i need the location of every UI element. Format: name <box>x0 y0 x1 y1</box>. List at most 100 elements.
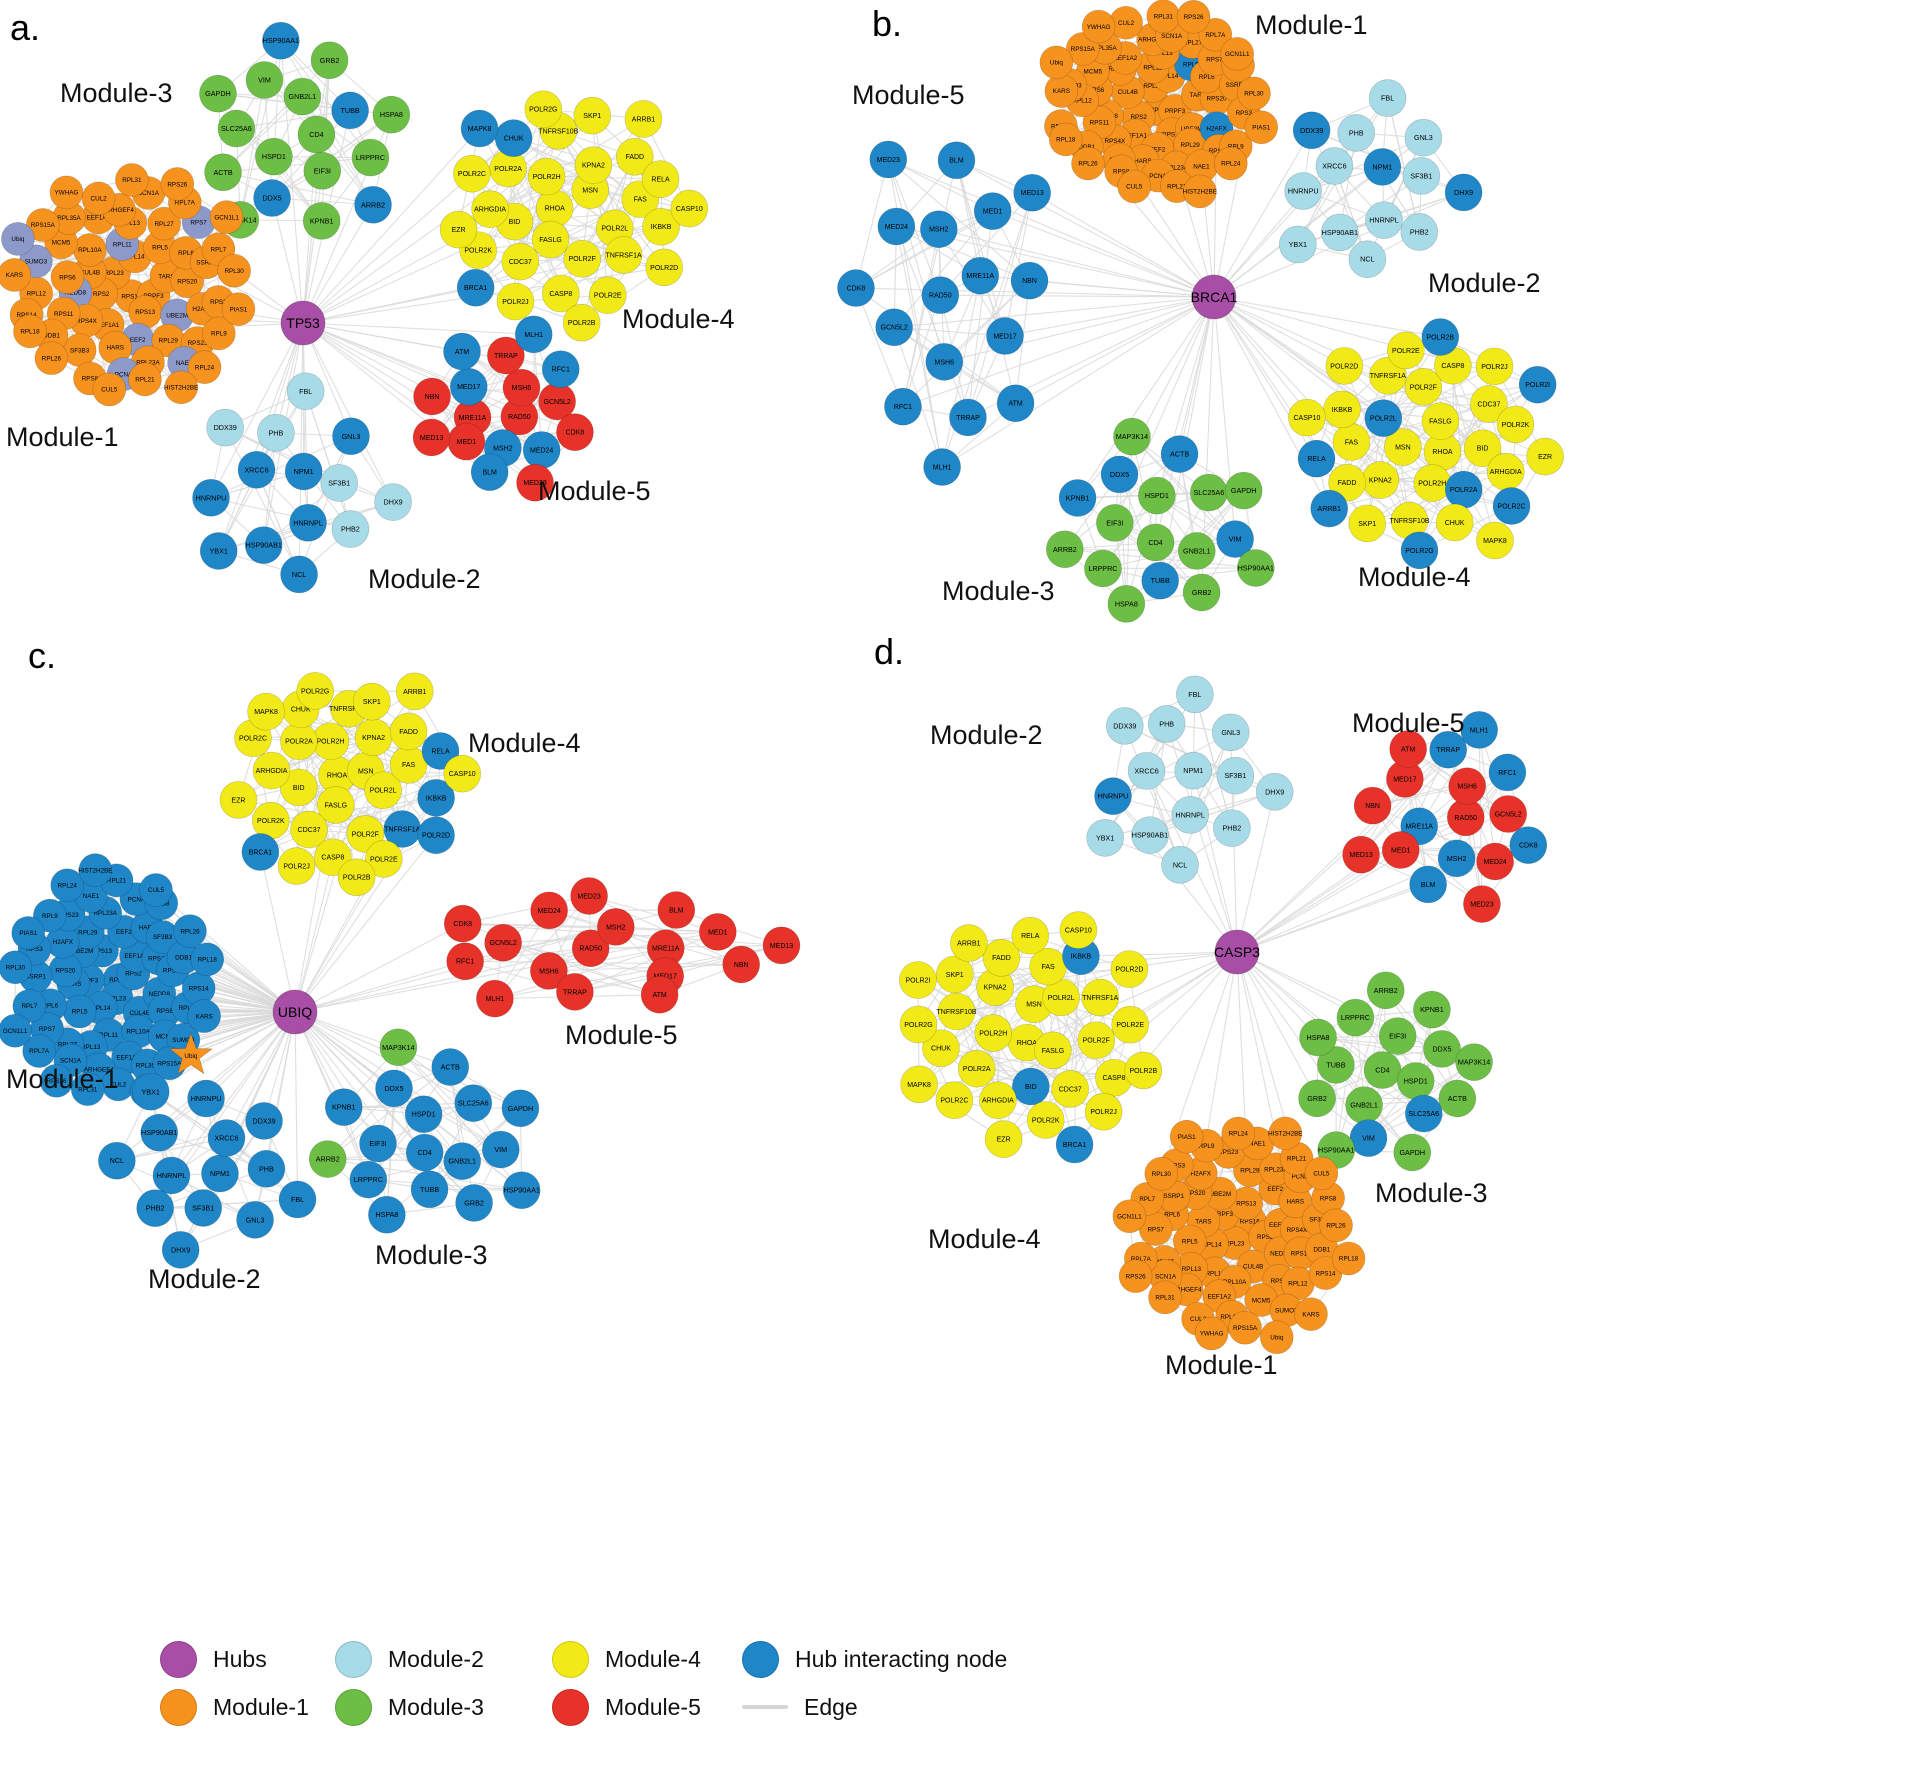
gene-node-ARRB1: ARRB1 <box>625 100 662 137</box>
module-label-module-2: Module-2 <box>368 564 481 594</box>
gene-label: HSPA8 <box>1115 599 1138 608</box>
gene-label: POLR2B <box>1130 1068 1158 1075</box>
gene-node-DDX5: DDX5 <box>254 180 291 217</box>
gene-label: BRCA1 <box>464 285 487 292</box>
gene-label: FADD <box>625 154 644 161</box>
gene-label: YWHAG <box>55 190 79 197</box>
gene-node-POLR2H: POLR2H <box>528 158 565 195</box>
gene-node-HNRNPU: HNRNPU <box>193 479 230 516</box>
gene-label: CHUK <box>931 1046 951 1053</box>
gene-label: FBL <box>291 1195 304 1204</box>
gene-node-ARRB2: ARRB2 <box>1046 531 1083 568</box>
gene-node-HSP90AA1: HSP90AA1 <box>1237 549 1274 586</box>
gene-node-MED1: MED1 <box>448 423 485 460</box>
gene-label: POLR2I <box>1525 382 1550 389</box>
module-label-module-3: Module-3 <box>375 1240 488 1270</box>
gene-label: KPNB1 <box>1066 493 1090 502</box>
hub-node-tp53: TP53 <box>281 301 325 345</box>
gene-label: MRE11A <box>652 946 680 953</box>
gene-label: MLH1 <box>933 465 952 472</box>
gene-node-ARRB2: ARRB2 <box>355 186 392 223</box>
gene-label: RELA <box>1021 933 1040 940</box>
gene-node-MED24: MED24 <box>1477 843 1514 880</box>
gene-node-CDK8: CDK8 <box>1510 827 1547 864</box>
gene-label: RPS26 <box>1184 14 1204 21</box>
gene-node-GRB2: GRB2 <box>1183 574 1220 611</box>
gene-node-SKP1: SKP1 <box>353 683 390 720</box>
gene-label: CASP10 <box>449 771 476 778</box>
gene-node-HNRNPL: HNRNPL <box>1366 202 1403 239</box>
gene-node-ACTB: ACTB <box>432 1049 469 1086</box>
gene-node-HSP90AB1: HSP90AB1 <box>245 527 282 564</box>
gene-node-POLR2E: POLR2E <box>589 277 626 314</box>
gene-label: RPL10A <box>126 1029 150 1036</box>
gene-label: RPL26 <box>1326 1223 1346 1230</box>
gene-label: RPL24 <box>195 364 215 371</box>
gene-label: RAD50 <box>929 293 952 300</box>
module-label-module-4: Module-4 <box>468 728 581 758</box>
gene-node-RPL31: RPL31 <box>1149 1281 1182 1314</box>
gene-label: DDX5 <box>1110 470 1129 479</box>
gene-label: RPL24 <box>1221 161 1241 168</box>
gene-node-POLR2F: POLR2F <box>564 240 601 277</box>
gene-node-POLR2J: POLR2J <box>278 848 315 885</box>
gene-label: HIST2H2BE <box>1268 1131 1302 1138</box>
gene-label: RPS11 <box>54 311 74 318</box>
gene-label: HNRNPL <box>1369 216 1399 225</box>
gene-label: RPL7 <box>21 1003 37 1010</box>
gene-node-MAP3K14: MAP3K14 <box>380 1029 417 1066</box>
gene-node-POLR2G: POLR2G <box>525 91 562 128</box>
gene-label: RPL9 <box>211 331 227 338</box>
gene-label: FADD <box>399 729 418 736</box>
gene-label: HSP90AB1 <box>141 1128 177 1137</box>
gene-node-CASP10: CASP10 <box>1288 399 1325 436</box>
module-label-module-3: Module-3 <box>942 576 1055 606</box>
gene-label: TNFRSF1A <box>606 252 643 259</box>
gene-node-HIST2H2BE: HIST2H2BE <box>1183 175 1217 208</box>
panel-letter: c. <box>28 635 56 676</box>
gene-label: MED24 <box>885 224 908 231</box>
gene-label: RPS13 <box>135 309 155 316</box>
gene-label: NBN <box>1022 278 1037 285</box>
gene-label: RELA <box>651 177 670 184</box>
gene-label: CDC37 <box>1059 1086 1082 1093</box>
gene-label: HSP90AB1 <box>1132 831 1168 840</box>
gene-label: NAE1 <box>1193 163 1210 170</box>
gene-node-CD4: CD4 <box>406 1134 443 1171</box>
gene-label: PIAS1 <box>1252 124 1270 131</box>
gene-label: POLR2L <box>1370 416 1397 423</box>
gene-node-DDX5: DDX5 <box>1101 456 1138 493</box>
gene-label: RFC1 <box>894 404 912 411</box>
gene-label: IKBKB <box>651 224 672 231</box>
gene-node-GAPDH: GAPDH <box>1225 472 1262 509</box>
gene-label: RAD50 <box>579 946 602 953</box>
gene-label: MED24 <box>530 447 553 454</box>
gene-label: RPL5 <box>72 1009 88 1016</box>
gene-label: CASP8 <box>1102 1075 1125 1082</box>
gene-label: CUL5 <box>101 387 118 394</box>
gene-node-LRPPRC: LRPPRC <box>352 139 389 176</box>
gene-node-MLH1: MLH1 <box>1461 711 1498 748</box>
gene-node-MED13: MED13 <box>1343 836 1380 873</box>
gene-node-RPL26: RPL26 <box>35 342 68 375</box>
gene-label: RHOA <box>1432 449 1453 456</box>
gene-label: NBN <box>1365 803 1380 810</box>
gene-label: CD4 <box>1148 538 1162 547</box>
gene-label: POLR2C <box>940 1098 968 1105</box>
gene-label: HSP90AA1 <box>263 36 299 45</box>
gene-label: CASP8 <box>1441 363 1464 370</box>
gene-label: HSP90AB1 <box>246 541 282 550</box>
gene-label: RPL29 <box>78 929 98 936</box>
gene-node-NCL: NCL <box>1349 241 1386 278</box>
gene-label: POLR2F <box>569 256 596 263</box>
gene-node-ATM: ATM <box>444 333 481 370</box>
gene-label: TNFRSF1A <box>1082 995 1119 1002</box>
gene-label: RPL30 <box>1244 91 1264 98</box>
gene-label: KPNB1 <box>332 1103 356 1112</box>
gene-node-KARS: KARS <box>1294 1298 1327 1331</box>
gene-node-GNB2L1: GNB2L1 <box>1178 532 1215 569</box>
gene-node-POLR2E: POLR2E <box>1387 332 1424 369</box>
gene-label: GCN1L1 <box>3 1028 28 1035</box>
gene-label: CUL5 <box>1126 184 1143 191</box>
gene-node-HNRNPU: HNRNPU <box>1094 778 1131 815</box>
